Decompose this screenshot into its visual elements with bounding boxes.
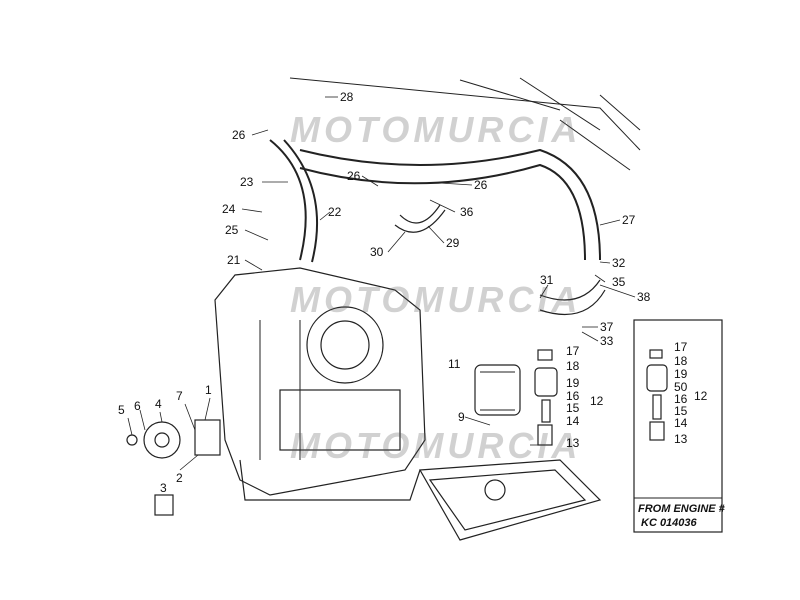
callout: 27 [622,213,636,227]
callout: 32 [612,256,626,270]
callout: 30 [370,245,384,259]
callout: 3 [160,481,167,495]
oil-pump [126,419,221,516]
callout: 36 [460,205,474,219]
callout: 12 [590,394,604,408]
callout: 11 [448,357,461,371]
callout: 24 [222,202,236,216]
frame-lines [289,77,641,171]
callout: 26 [474,178,488,192]
callout: 38 [637,290,651,304]
callout: 22 [328,205,342,219]
callout: 17 [566,344,580,358]
leader-lines [127,96,636,471]
oil-hoses [269,139,606,316]
callout: 37 [600,320,614,334]
callout: 14 [566,414,580,428]
inset-label-line1: FROM ENGINE # [638,503,726,515]
callout: 26 [232,128,246,142]
callout: 25 [225,223,239,237]
callout: 35 [612,275,626,289]
callout: 7 [176,389,183,403]
callout: 13 [674,432,688,446]
callout: 4 [155,397,162,411]
callout: 2 [176,471,183,485]
callout: 29 [446,236,460,250]
callout: 21 [227,253,241,267]
watermark: MOTOMURCIA [290,279,581,320]
callout: 31 [540,273,554,287]
callout: 1 [205,383,212,397]
callout: 19 [566,376,580,390]
inset-box [633,319,723,533]
callout: 17 [674,340,688,354]
callout: 12 [694,389,708,403]
callout: 18 [674,354,688,368]
inset-label: FROM ENGINE # KC 014036 [634,497,726,529]
callout-labels: 28 26 23 26 26 22 36 24 25 29 30 27 21 3… [118,90,708,495]
oil-sump [419,459,602,541]
inset-label-line2: KC 014036 [641,517,698,529]
callout: 14 [674,416,688,430]
callout: 26 [347,169,361,183]
callout: 6 [134,399,141,413]
callout: 50 [674,380,688,394]
callout: 15 [674,404,688,418]
callout: 16 [674,392,688,406]
callout: 23 [240,175,254,189]
callout: 13 [566,436,580,450]
callout: 5 [118,403,125,417]
callout: 9 [458,410,465,424]
callout: 28 [340,90,354,104]
callout: 33 [600,334,614,348]
oil-filter [474,364,521,416]
callout: 16 [566,389,580,403]
crankcase [214,267,426,501]
watermarks: MOTOMURCIA MOTOMURCIA MOTOMURCIA [290,109,581,466]
callout: 18 [566,359,580,373]
callout: 19 [674,367,688,381]
watermark: MOTOMURCIA [290,425,581,466]
watermark: MOTOMURCIA [290,109,581,150]
callout: 15 [566,401,580,415]
